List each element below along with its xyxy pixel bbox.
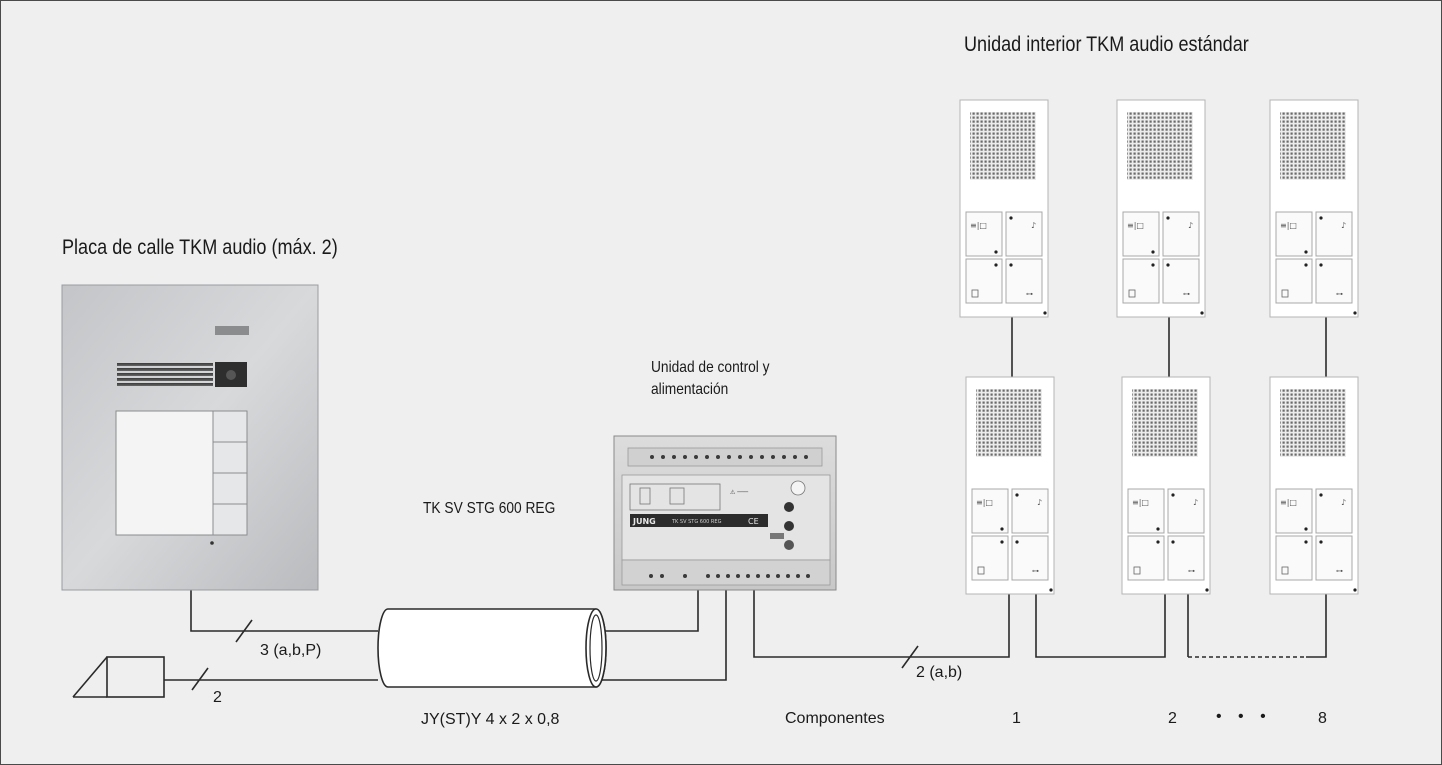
name-card [115, 410, 214, 536]
bus-link-1-2 [1035, 594, 1166, 658]
svg-text:TK SV STG 600 REG: TK SV STG 600 REG [671, 519, 722, 525]
component-number-second: 2 [1168, 710, 1177, 727]
indoor-unit-bottom-2 [1121, 376, 1211, 595]
bus-wire [753, 585, 1010, 658]
indoor-unit-top-3 [1269, 99, 1359, 318]
call-button-4 [212, 503, 248, 536]
indoor-unit-bottom-3 [1269, 376, 1359, 595]
wiring-lines [164, 313, 1327, 691]
slash-opener [191, 667, 209, 691]
control-unit-model: TK SV STG 600 REG [423, 500, 556, 517]
wire-count-door-station: 3 (a,b,P) [260, 642, 322, 659]
svg-text:CE: CE [748, 517, 759, 526]
cable-to-control-upper [600, 583, 699, 632]
control-unit-title-line2: alimentación [651, 381, 729, 398]
control-unit-device: ⚠ ─── JUNG TK SV STG 600 REG CE [613, 435, 837, 591]
control-unit-label-strip [630, 514, 768, 527]
svg-text:JUNG: JUNG [632, 517, 656, 526]
door-station-panel [61, 284, 319, 591]
brand-mark-plate [215, 326, 249, 335]
door-opener-symbol [72, 656, 165, 698]
component-ellipsis: • • • [1216, 708, 1272, 725]
wire-count-opener: 2 [213, 689, 222, 706]
cable-to-control-lower [600, 583, 727, 681]
svg-text:⚠ ───: ⚠ ─── [730, 489, 749, 496]
component-number-first: 1 [1012, 710, 1021, 727]
speaker-slots [117, 363, 213, 386]
slash-door-station [235, 619, 253, 643]
bus-link-8-end [1306, 594, 1327, 658]
wire-count-bus: 2 (a,b) [916, 664, 963, 681]
indoor-unit-top-2 [1116, 99, 1206, 318]
cable-cylinder [377, 608, 607, 688]
call-button-2 [212, 441, 248, 474]
call-button-3 [212, 472, 248, 505]
call-button-1 [212, 410, 248, 443]
door-station-wire [190, 590, 378, 632]
indoor-units-title: Unidad interior TKM audio estándar [964, 33, 1249, 56]
indoor-unit-bottom-1 [965, 376, 1055, 595]
slash-bus [901, 645, 919, 669]
indoor-unit-top-1 [959, 99, 1049, 318]
door-station-title: Placa de calle TKM audio (máx. 2) [62, 236, 338, 259]
cable-type-label: JY(ST)Y 4 x 2 x 0,8 [421, 711, 560, 728]
components-label: Componentes [785, 710, 885, 727]
component-number-last: 8 [1318, 710, 1327, 727]
control-unit-title-line1: Unidad de control y [651, 359, 770, 376]
